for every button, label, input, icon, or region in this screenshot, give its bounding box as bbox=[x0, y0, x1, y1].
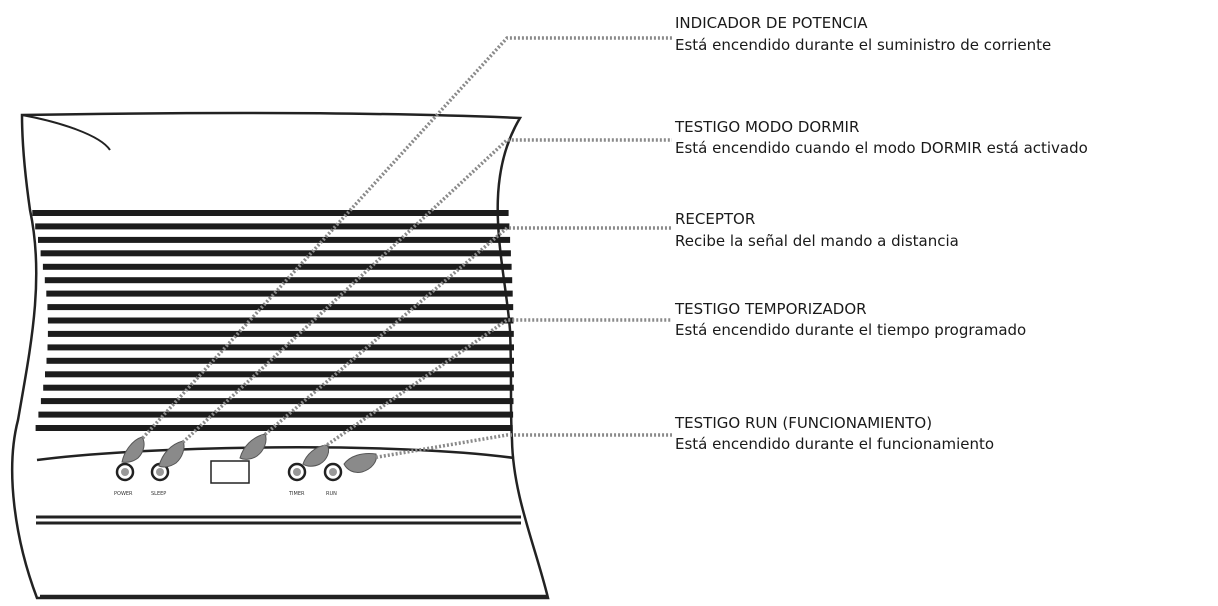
leader-line-receptor bbox=[260, 226, 672, 439]
sleep-indicator-label: SLEEP bbox=[151, 491, 166, 497]
callout-run-description: Está encendido durante el funcionamiento bbox=[675, 435, 994, 453]
grille-slat bbox=[46, 357, 514, 364]
grille-slat bbox=[35, 223, 510, 230]
pointer-arrows bbox=[121, 433, 377, 473]
callout-run-title: TESTIGO RUN (FUNCIONAMIENTO) bbox=[674, 414, 932, 432]
callout-sleep-title: TESTIGO MODO DORMIR bbox=[674, 118, 859, 136]
grille-slat bbox=[46, 290, 513, 297]
run-pointer-arrow bbox=[343, 453, 377, 473]
grille-slat bbox=[43, 384, 514, 391]
callout-power-description: Está encendido durante el suministro de … bbox=[675, 36, 1051, 54]
leader-line-sleep bbox=[178, 138, 672, 447]
device-outline bbox=[10, 111, 550, 600]
callout-timer-description: Está encendido durante el tiempo program… bbox=[675, 321, 1026, 339]
callout-power: INDICADOR DE POTENCIA Está encendido dur… bbox=[675, 14, 1051, 54]
callout-run: TESTIGO RUN (FUNCIONAMIENTO) Está encend… bbox=[674, 414, 994, 453]
panel-top-curve bbox=[36, 446, 515, 462]
grille bbox=[32, 210, 514, 431]
grille-slat bbox=[47, 344, 514, 351]
callout-timer: TESTIGO TEMPORIZADOR Está encendido dura… bbox=[674, 300, 1026, 339]
power-indicator-label: POWER bbox=[114, 491, 133, 497]
callout-sleep-description: Está encendido cuando el modo DORMIR est… bbox=[675, 139, 1088, 157]
timer-pointer-arrow bbox=[302, 444, 330, 467]
power-pointer-arrow bbox=[121, 436, 145, 463]
receptor-window bbox=[210, 460, 250, 484]
timer-indicator bbox=[287, 462, 307, 482]
timer-indicator-label: TIMER bbox=[288, 491, 305, 497]
callout-power-title: INDICADOR DE POTENCIA bbox=[675, 14, 868, 32]
callouts: INDICADOR DE POTENCIA Está encendido dur… bbox=[674, 14, 1088, 453]
sleep-pointer-arrow bbox=[158, 440, 185, 468]
leader-line-timer bbox=[323, 318, 672, 449]
callout-receptor: RECEPTOR Recibe la señal del mando a dis… bbox=[675, 210, 959, 250]
grille-slat bbox=[42, 263, 512, 270]
callout-timer-title: TESTIGO TEMPORIZADOR bbox=[674, 300, 867, 318]
grille-slat bbox=[38, 411, 514, 418]
grille-slat bbox=[35, 425, 513, 431]
callout-receptor-title: RECEPTOR bbox=[675, 210, 755, 228]
grille-slat bbox=[47, 304, 514, 311]
grille-slat bbox=[32, 210, 509, 216]
leader-line-power bbox=[138, 36, 672, 443]
device-top-lip bbox=[21, 114, 111, 151]
power-indicator bbox=[115, 462, 135, 482]
grille-slat bbox=[47, 317, 514, 324]
grille-slat bbox=[44, 277, 513, 284]
grille-slat bbox=[40, 398, 514, 405]
grille-slat bbox=[38, 236, 511, 243]
callout-receptor-description: Recibe la señal del mando a distancia bbox=[675, 232, 959, 250]
control-panel bbox=[36, 446, 548, 598]
run-indicator-label: RUN bbox=[326, 491, 337, 497]
callout-sleep: TESTIGO MODO DORMIR Está encendido cuand… bbox=[674, 118, 1088, 157]
device-body bbox=[10, 111, 550, 600]
run-indicator bbox=[323, 462, 343, 482]
grille-slat bbox=[47, 330, 514, 337]
leader-line-run bbox=[371, 433, 672, 460]
grille-slat bbox=[40, 250, 511, 257]
grille-slat bbox=[45, 371, 514, 378]
leader-lines bbox=[138, 36, 672, 460]
receptor-pointer-arrow bbox=[239, 433, 267, 460]
